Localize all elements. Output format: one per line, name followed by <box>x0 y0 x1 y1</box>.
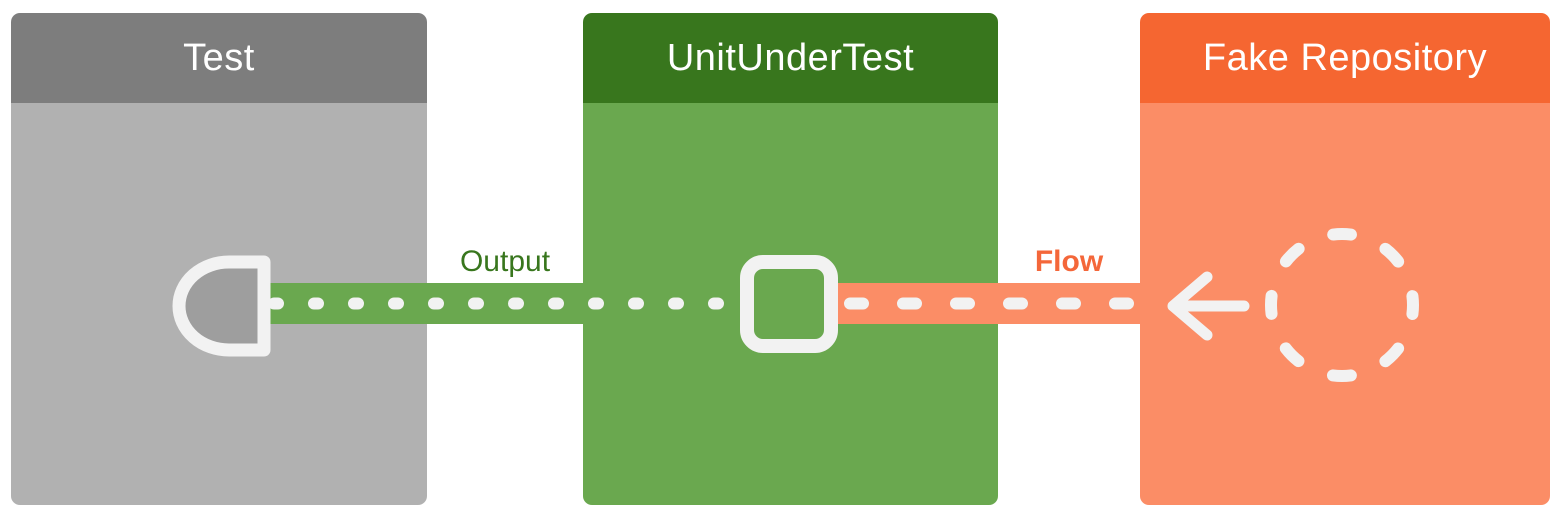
output-connector-label: Output <box>459 245 551 278</box>
node-fake-repository-title: Fake Repository <box>1202 36 1488 79</box>
node-test-body <box>11 103 427 505</box>
node-test: Test <box>11 13 427 505</box>
node-fake-repository-header: Fake Repository <box>1140 13 1550 103</box>
node-unit-under-test-title: UnitUnderTest <box>666 36 915 79</box>
node-test-header: Test <box>11 13 427 103</box>
flow-connector-label: Flow <box>1034 245 1104 278</box>
node-unit-under-test: UnitUnderTest <box>583 13 998 505</box>
node-unit-under-test-header: UnitUnderTest <box>583 13 998 103</box>
node-fake-repository: Fake Repository <box>1140 13 1550 505</box>
node-test-title: Test <box>183 36 255 79</box>
node-fake-repository-body <box>1140 103 1550 505</box>
node-unit-under-test-body <box>583 103 998 505</box>
